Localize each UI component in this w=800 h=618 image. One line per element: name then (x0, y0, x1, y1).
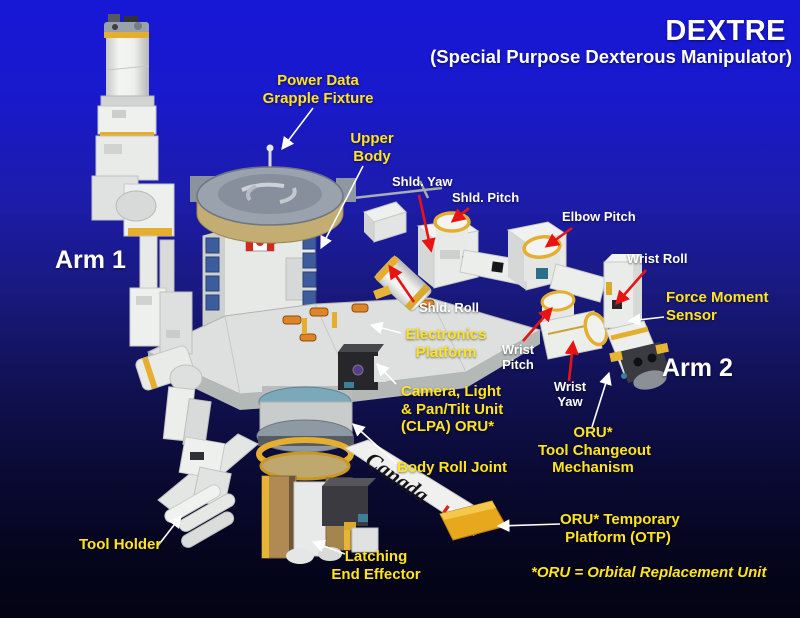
arrow-electronics-platform (369, 321, 402, 335)
label-line: Sensor (666, 306, 717, 324)
arrow-wrist-yaw (564, 340, 579, 382)
arrow-power-data (281, 107, 314, 151)
arrow-tool-holder (156, 514, 182, 548)
label-line: Power Data (277, 72, 359, 89)
arrow-wrist-roll (615, 269, 647, 306)
label-line: Wrist (501, 342, 535, 357)
label-line: Wrist (553, 379, 587, 394)
label-line: Pitch (502, 357, 534, 373)
label-line: Upper (350, 130, 394, 147)
arrow-clpa (376, 363, 397, 385)
arrow-upper-body (320, 165, 364, 250)
label-line: Latching (344, 548, 408, 565)
label-shld-yaw: Shld. Yaw (392, 174, 453, 189)
label-body-roll-joint: Body Roll Joint (397, 459, 507, 476)
label-line: Electronics (405, 326, 487, 343)
label-line: Tool Changeout (538, 441, 652, 459)
arrow-latching-end-effector (311, 540, 346, 555)
label-power-data-grapple-fixture: Power Data Grapple Fixture (238, 72, 398, 107)
arrow-shld-roll (388, 264, 416, 303)
label-line: Body (353, 147, 391, 165)
label-latching-end-effector: Latching End Effector (328, 548, 424, 583)
label-oru-tool-changeout: ORU* Tool Changeout Mechanism (538, 424, 652, 477)
label-line: (CLPA) ORU* (401, 418, 495, 436)
label-oru-footnote: *ORU = Orbital Replacement Unit (531, 564, 767, 581)
label-line: Force Moment (666, 289, 769, 306)
body-roll-joint-graphic (256, 386, 354, 481)
label-tool-holder: Tool Holder (79, 536, 162, 553)
label-line: Grapple Fixture (262, 89, 374, 107)
tool-changeout-mechanism-graphic (605, 320, 670, 390)
page-title: DEXTRE (665, 15, 786, 47)
grapple-fixture-graphic (190, 144, 443, 244)
otp-boom-graphic: Canada (343, 439, 507, 541)
label-arm-1: Arm 1 (55, 246, 126, 274)
label-shld-pitch: Shld. Pitch (452, 190, 520, 205)
arrow-otp (496, 519, 561, 533)
label-wrist-roll: Wrist Roll (627, 251, 688, 266)
label-shld-roll: Shld. Roll (419, 300, 479, 315)
label-camera-clpa: Camera, Light & Pan/Tilt Unit (CLPA) ORU… (401, 383, 503, 436)
arm1-graphic (91, 14, 232, 508)
label-wrist-pitch: Wrist Pitch (496, 342, 540, 373)
label-line: Camera, Light (401, 383, 502, 400)
arrow-body-roll-joint (352, 423, 398, 465)
label-line: Platform (415, 343, 477, 361)
arrow-tool-changeout (591, 371, 612, 428)
arrow-elbow-pitch (544, 226, 573, 248)
label-line: & Pan/Tilt Unit (401, 400, 504, 418)
label-electronics-platform: Electronics Platform (398, 326, 494, 361)
callout-arrows-red (388, 194, 647, 382)
label-elbow-pitch: Elbow Pitch (562, 209, 636, 224)
label-arm-2: Arm 2 (662, 354, 733, 382)
label-line: Yaw (557, 394, 583, 410)
tool-holder-graphic (164, 484, 236, 548)
label-line: Mechanism (552, 459, 634, 477)
callout-arrows-white (156, 107, 665, 555)
arrow-force-moment-sensor (627, 313, 665, 327)
label-line: ORU* (573, 424, 613, 441)
arrow-shld-yaw (417, 194, 436, 253)
label-force-moment-sensor: Force Moment Sensor (666, 289, 769, 324)
label-upper-body: Upper Body (337, 130, 407, 165)
label-oru-temporary-platform: ORU* Temporary Platform (OTP) (560, 511, 680, 546)
label-line: End Effector (331, 565, 421, 583)
label-wrist-yaw: Wrist Yaw (548, 379, 592, 410)
arrow-wrist-pitch (522, 306, 553, 342)
page-subtitle: (Special Purpose Dexterous Manipulator) (430, 46, 792, 67)
label-line: ORU* Temporary (560, 511, 680, 528)
label-line: Platform (OTP) (565, 528, 671, 546)
arrow-shld-pitch (450, 206, 470, 223)
